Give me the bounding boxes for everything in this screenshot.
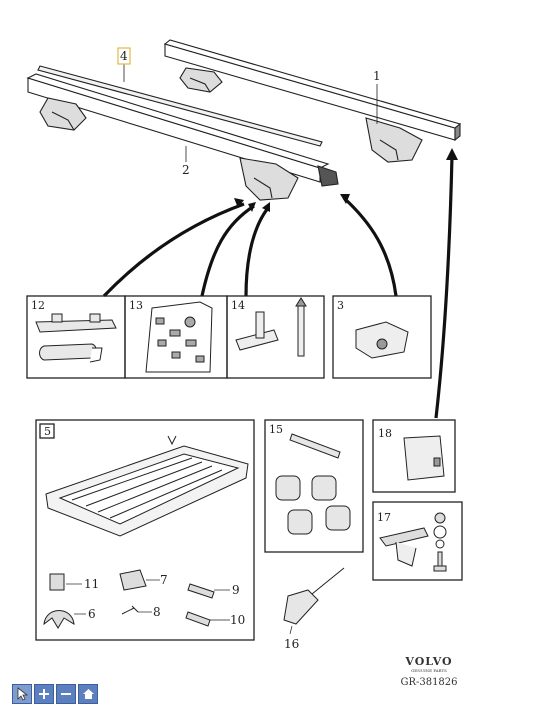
diagram-reference: GR-381826 <box>400 677 458 688</box>
home-button[interactable] <box>78 684 98 704</box>
part-box-15[interactable] <box>264 419 364 553</box>
part-10[interactable] <box>185 611 211 627</box>
part-box-3[interactable] <box>332 295 432 379</box>
brand-tagline: GENUINE PARTS <box>411 668 447 673</box>
box-label-13: 13 <box>129 299 143 312</box>
viewer-toolbar <box>12 684 98 704</box>
part-6[interactable] <box>43 610 75 629</box>
part-16[interactable] <box>283 567 345 625</box>
part-11[interactable] <box>49 573 65 591</box>
part-box-5[interactable] <box>35 419 255 641</box>
box-label-17: 17 <box>377 511 391 524</box>
callout-7[interactable]: 7 <box>160 573 168 587</box>
box-label-14: 14 <box>231 299 245 312</box>
home-icon <box>82 689 94 699</box>
callout-2[interactable]: 2 <box>182 163 190 177</box>
part-7[interactable] <box>119 569 147 591</box>
roof-bar-front[interactable] <box>26 65 339 201</box>
callout-9[interactable]: 9 <box>232 583 240 597</box>
zoom-out-button[interactable] <box>56 684 76 704</box>
callout-4-highlight <box>117 47 131 65</box>
roof-bar-rear[interactable] <box>163 39 462 163</box>
pointer-icon <box>17 687 28 701</box>
box-label-5: 5 <box>44 425 51 438</box>
callout-6[interactable]: 6 <box>88 607 96 621</box>
zoom-in-button[interactable] <box>34 684 54 704</box>
box-label-15: 15 <box>269 423 283 436</box>
zoom-out-icon <box>61 693 71 695</box>
callout-16[interactable]: 16 <box>284 637 300 651</box>
part-8[interactable] <box>121 605 139 615</box>
callout-8[interactable]: 8 <box>153 605 161 619</box>
part-box-18[interactable] <box>372 419 456 493</box>
callout-1[interactable]: 1 <box>373 69 381 83</box>
box-label-18: 18 <box>378 427 392 440</box>
part-box-17[interactable] <box>372 501 463 581</box>
zoom-in-icon <box>39 689 49 699</box>
callout-11[interactable]: 11 <box>84 577 100 591</box>
pointer-button[interactable] <box>12 684 32 704</box>
part-9[interactable] <box>187 583 215 599</box>
callout-4[interactable]: 4 <box>120 49 128 63</box>
box-label-3: 3 <box>337 299 344 312</box>
callout-10[interactable]: 10 <box>230 613 246 627</box>
volvo-logo: VOLVO <box>405 655 453 668</box>
box-label-12: 12 <box>31 299 45 312</box>
part-box-14[interactable] <box>226 295 325 379</box>
